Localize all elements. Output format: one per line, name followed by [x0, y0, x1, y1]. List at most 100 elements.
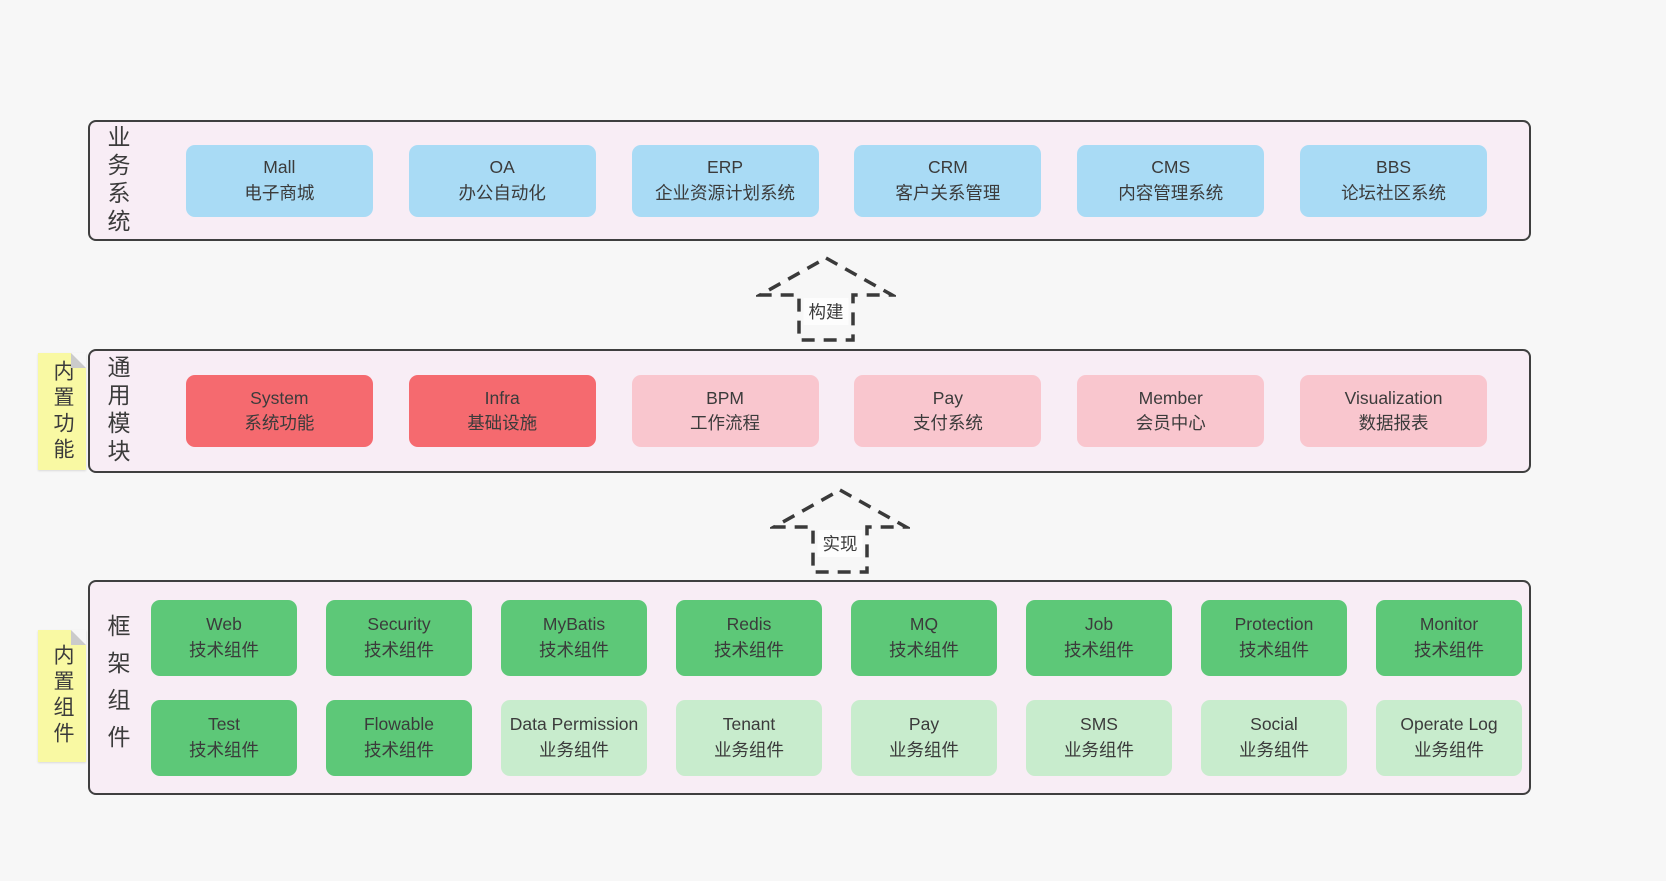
box-title: SMS: [1080, 714, 1118, 735]
box-subtitle: 论坛社区系统: [1341, 182, 1447, 203]
panel-label-framework-components: 框架组件: [104, 613, 130, 762]
box-title: Redis: [726, 614, 772, 635]
box-job: Job 技术组件: [1026, 599, 1172, 676]
box-subtitle: 技术组件: [364, 639, 434, 660]
sticky-note-builtin-features: 内置功能: [38, 353, 86, 470]
box-subtitle: 技术组件: [714, 639, 784, 660]
box-subtitle: 技术组件: [364, 739, 434, 760]
panel-label-common-modules: 通用模块: [104, 355, 130, 467]
box-subtitle: 技术组件: [189, 739, 259, 760]
box-visualization: Visualization 数据报表: [1300, 375, 1488, 447]
box-cms: CMS 内容管理系统: [1077, 144, 1265, 217]
panel-framework-components: 框架组件 Web 技术组件 Security 技术组件 MyBatis 技术组件…: [88, 580, 1531, 795]
box-title: Tenant: [722, 714, 776, 735]
sticky-label: 内置功能: [51, 359, 74, 464]
box-title: Social: [1250, 714, 1298, 735]
box-title: Member: [1138, 387, 1203, 408]
box-subtitle: 技术组件: [1064, 639, 1134, 660]
arrow-implement: 实现: [770, 486, 910, 576]
box-title: Pay: [908, 714, 940, 735]
box-title: Visualization: [1344, 387, 1443, 408]
box-subtitle: 业务组件: [889, 739, 959, 760]
box-subtitle: 业务组件: [539, 739, 609, 760]
box-subtitle: 企业资源计划系统: [655, 182, 796, 203]
box-monitor: Monitor 技术组件: [1376, 599, 1522, 676]
panel-business-systems: 业务系统 Mall 电子商城 OA 办公自动化 ERP 企业资源计划系统 CRM…: [88, 120, 1531, 241]
box-pay-system: Pay 支付系统: [854, 375, 1042, 447]
box-subtitle: 业务组件: [714, 739, 784, 760]
folded-corner-icon: [71, 630, 86, 645]
box-protection: Protection 技术组件: [1201, 599, 1347, 676]
box-pay-component: Pay 业务组件: [851, 699, 997, 776]
box-bpm: BPM 工作流程: [631, 375, 819, 447]
box-subtitle: 办公自动化: [458, 182, 546, 203]
box-mybatis: MyBatis 技术组件: [501, 599, 647, 676]
box-crm: CRM 客户关系管理: [854, 144, 1042, 217]
up-arrow-icon: [770, 487, 910, 574]
arrow-build: 构建: [756, 254, 896, 344]
sticky-note-builtin-components: 内置组件: [38, 630, 86, 762]
box-title: Security: [367, 614, 431, 635]
box-social: Social 业务组件: [1201, 699, 1347, 776]
arrow-label: 实现: [817, 530, 863, 557]
box-oa: OA 办公自动化: [408, 144, 596, 217]
box-subtitle: 支付系统: [912, 413, 983, 433]
box-bbs: BBS 论坛社区系统: [1300, 144, 1488, 217]
arrow-label: 构建: [803, 298, 849, 325]
folded-corner-icon: [71, 353, 86, 368]
box-mall: Mall 电子商城: [185, 144, 373, 217]
box-erp: ERP 企业资源计划系统: [631, 144, 819, 217]
business-systems-row: Mall 电子商城 OA 办公自动化 ERP 企业资源计划系统 CRM 客户关系…: [144, 122, 1529, 239]
box-title: MQ: [909, 614, 939, 635]
box-mq: MQ 技术组件: [851, 599, 997, 676]
box-test: Test 技术组件: [151, 699, 297, 776]
up-arrow-icon: [756, 255, 896, 342]
box-subtitle: 客户关系管理: [895, 182, 1001, 203]
box-title: Monitor: [1419, 614, 1479, 635]
framework-components-grid: Web 技术组件 Security 技术组件 MyBatis 技术组件 Redi…: [144, 582, 1529, 793]
box-member: Member 会员中心: [1077, 375, 1265, 447]
box-subtitle: 系统功能: [244, 413, 315, 433]
box-flowable: Flowable 技术组件: [326, 699, 472, 776]
box-title: Data Permission: [509, 714, 639, 735]
box-title: Infra: [484, 387, 520, 408]
box-title: Test: [207, 714, 241, 735]
box-subtitle: 电子商城: [244, 182, 315, 203]
panel-label-business-systems: 业务系统: [104, 124, 130, 237]
box-system: System 系统功能: [185, 375, 373, 447]
box-subtitle: 技术组件: [889, 639, 959, 660]
sticky-label: 内置组件: [51, 644, 74, 748]
box-infra: Infra 基础设施: [408, 375, 596, 447]
box-tenant: Tenant 业务组件: [676, 699, 822, 776]
box-subtitle: 工作流程: [690, 413, 761, 433]
box-title: ERP: [707, 157, 744, 178]
box-title: OA: [489, 157, 515, 178]
box-subtitle: 内容管理系统: [1118, 182, 1224, 203]
panel-common-modules: 通用模块 System 系统功能 Infra 基础设施 BPM 工作流程 Pay…: [88, 349, 1531, 473]
box-title: Flowable: [363, 714, 435, 735]
box-subtitle: 技术组件: [1414, 639, 1484, 660]
box-title: Web: [206, 614, 242, 635]
box-title: Mall: [263, 157, 296, 178]
box-subtitle: 数据报表: [1358, 413, 1429, 433]
box-title: MyBatis: [542, 614, 606, 635]
box-subtitle: 会员中心: [1135, 413, 1206, 433]
box-subtitle: 业务组件: [1239, 739, 1309, 760]
box-sms: SMS 业务组件: [1026, 699, 1172, 776]
box-security: Security 技术组件: [326, 599, 472, 676]
common-modules-row: System 系统功能 Infra 基础设施 BPM 工作流程 Pay 支付系统…: [144, 351, 1529, 471]
box-title: CRM: [927, 157, 968, 178]
box-subtitle: 技术组件: [189, 639, 259, 660]
box-redis: Redis 技术组件: [676, 599, 822, 676]
box-data-permission: Data Permission 业务组件: [501, 699, 647, 776]
box-subtitle: 技术组件: [1239, 639, 1309, 660]
box-title: BBS: [1376, 157, 1412, 178]
box-operate-log: Operate Log 业务组件: [1376, 699, 1522, 776]
box-subtitle: 基础设施: [467, 413, 538, 433]
box-title: Operate Log: [1400, 714, 1498, 735]
box-title: System: [250, 387, 309, 408]
box-title: CMS: [1151, 157, 1191, 178]
box-subtitle: 业务组件: [1414, 739, 1484, 760]
box-title: BPM: [706, 387, 744, 408]
